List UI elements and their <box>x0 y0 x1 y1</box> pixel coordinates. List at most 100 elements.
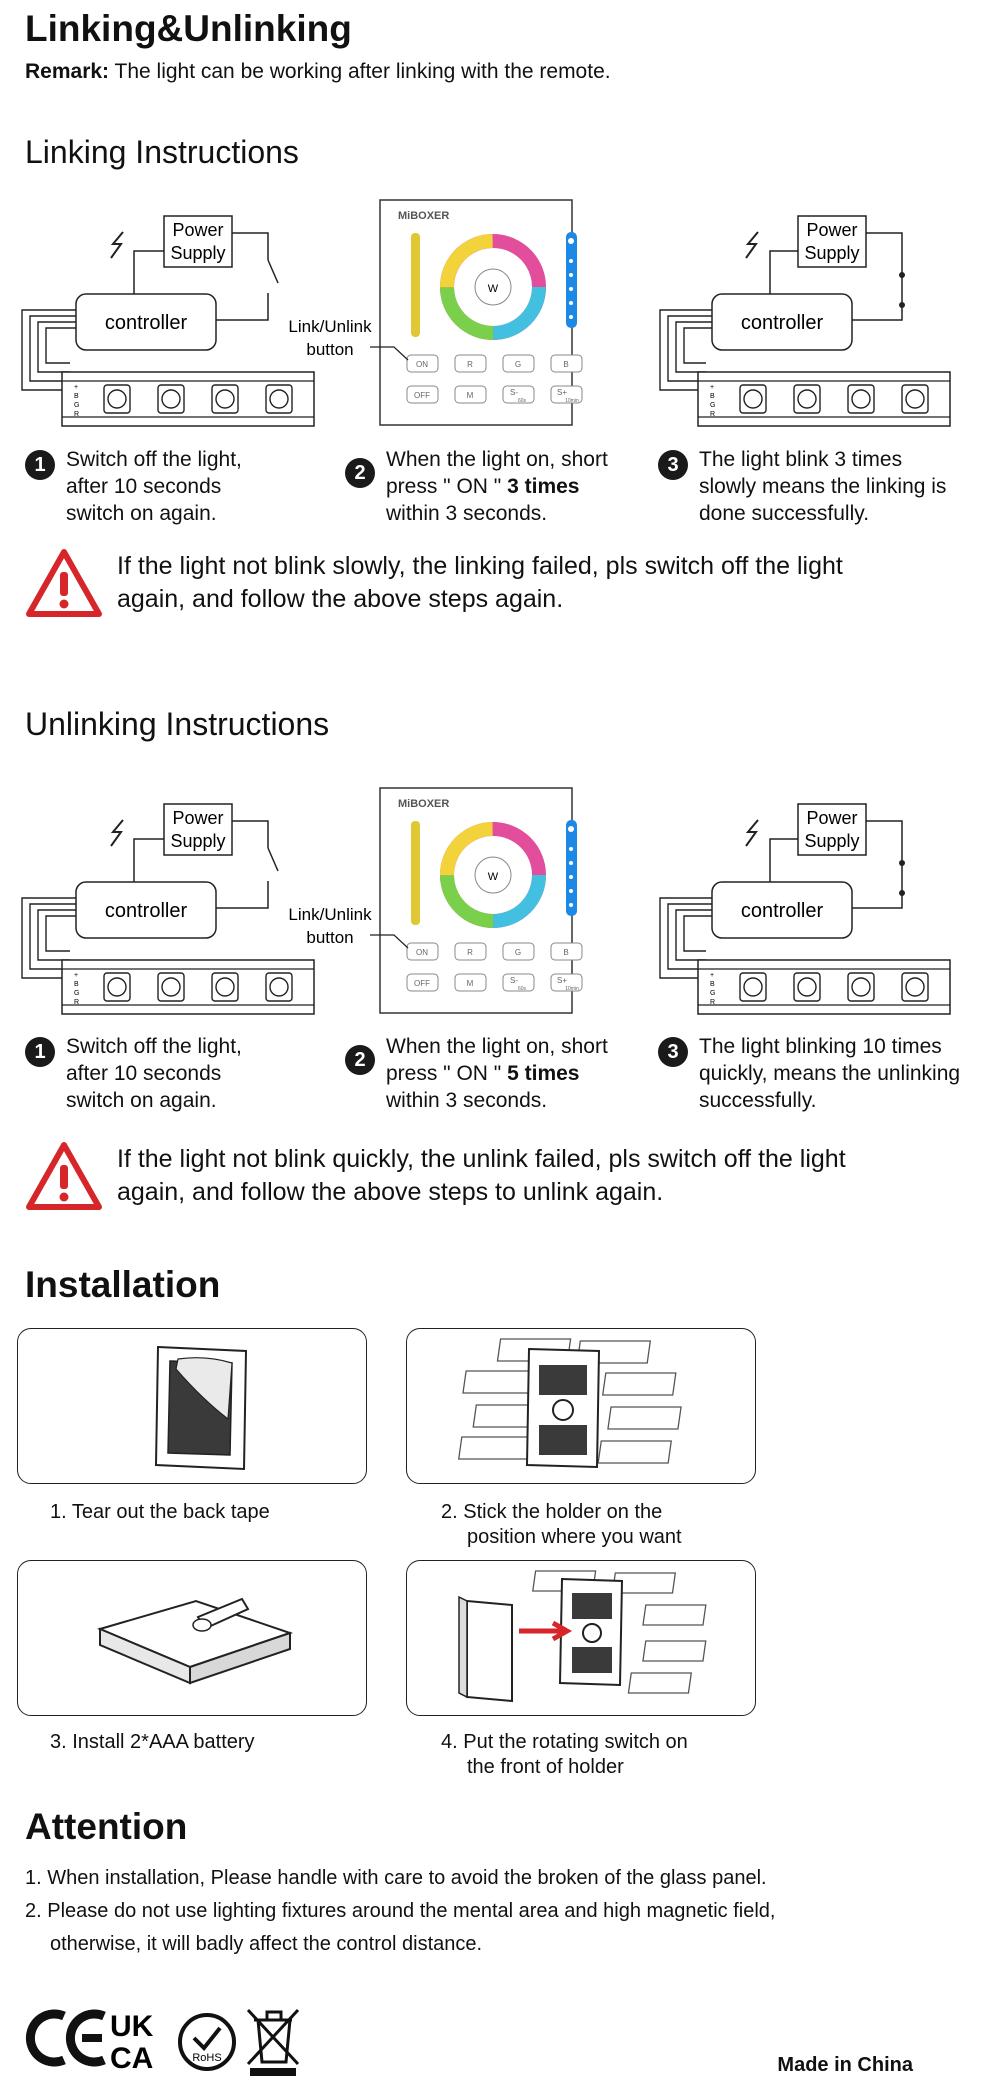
warning-text: If the light not blink slowly, the linki… <box>117 552 843 580</box>
holder-wall-illustration <box>457 1338 682 1469</box>
power-supply-label: Supply <box>170 243 225 263</box>
attention-text: 2. Please do not use lighting fixtures a… <box>25 1900 776 1922</box>
step-text-bold: 3 times <box>507 475 580 498</box>
power-supply-label: Supply <box>804 831 859 851</box>
step-text: The light blinking 10 times <box>699 1035 942 1058</box>
link-button-label: Link/Unlink <box>288 317 372 336</box>
install-caption-2: 2. Stick the holder on the position where… <box>441 1500 682 1550</box>
wheel-center-label: W <box>488 871 499 883</box>
rohs-icon: RoHS <box>178 2013 236 2071</box>
warning-text: again, and follow the above steps to unl… <box>117 1178 664 1206</box>
step-number: 1 <box>25 450 55 480</box>
step-text: after 10 seconds <box>66 475 222 498</box>
caption-text: 1. Tear out the back tape <box>50 1501 270 1523</box>
panel-sub-label: 60s <box>518 986 527 992</box>
caption-text: 3. Install 2*AAA battery <box>50 1731 255 1753</box>
step-text: switch on again. <box>66 502 217 525</box>
link-button-label: Link/Unlink <box>288 905 372 924</box>
linking-heading: Linking Instructions <box>25 134 299 170</box>
step-text: within 3 seconds. <box>386 1089 548 1112</box>
made-in-label: Made in China <box>777 2054 913 2076</box>
attention-item-2: 2. Please do not use lighting fixtures a… <box>25 1895 775 1961</box>
strip-pin-label: B <box>74 981 79 988</box>
panel-s-minus-label: S- <box>510 976 518 985</box>
caption-text: 2. Stick the holder on the <box>441 1501 663 1523</box>
panel-s-minus-label: S- <box>510 388 518 397</box>
link-button-label: button <box>306 340 353 359</box>
step-text: within 3 seconds. <box>386 502 548 525</box>
wheel-center-label: W <box>488 283 499 295</box>
linking-step-3: 3 The light blink 3 times slowly means th… <box>658 446 946 527</box>
step-text: The light blink 3 times <box>699 448 903 471</box>
power-supply-label: Power <box>806 808 857 828</box>
remote-panel: MiBOXER W ON R G B OFF M S- S+ 60s 10min <box>288 199 583 426</box>
ukca-top: UK <box>110 2010 154 2043</box>
attention-text: otherwise, it will badly affect the cont… <box>50 1933 483 1955</box>
install-card-2 <box>406 1328 756 1484</box>
panel-b-label: B <box>563 948 568 957</box>
attention-item-1: 1. When installation, Please handle with… <box>25 1862 767 1895</box>
panel-m-label: M <box>467 391 474 400</box>
strip-pin-label: + <box>74 972 78 979</box>
strip-pin-label: B <box>710 981 715 988</box>
rohs-label: RoHS <box>192 2052 221 2064</box>
step-text: press " ON " <box>386 475 508 498</box>
step-text: When the light on, short <box>386 448 608 471</box>
battery-illustration <box>97 1597 294 1685</box>
step-text: press " ON " <box>386 1062 508 1085</box>
step-text-bold: 5 times <box>507 1062 580 1085</box>
page-title: Linking&Unlinking <box>25 8 352 49</box>
unlinking-warning: If the light not blink quickly, the unli… <box>25 1141 846 1211</box>
step-text: slowly means the linking is <box>699 475 947 498</box>
weee-bin-icon <box>246 2008 300 2076</box>
step-text: after 10 seconds <box>66 1062 222 1085</box>
controller-wiring-1: Power Supply controller + B G R <box>21 803 315 1015</box>
step-text: switch on again. <box>66 1089 217 1112</box>
panel-g-label: G <box>515 360 521 369</box>
linking-step-2: 2 When the light on, short press " ON " 3… <box>345 446 608 527</box>
remark: Remark: The light can be working after l… <box>25 60 611 84</box>
controller-wiring-1: Power Supply controller + B G R <box>21 215 315 427</box>
panel-sub-label: 60s <box>518 398 527 404</box>
remark-text: The light can be working after linking w… <box>109 60 611 83</box>
panel-sub-label: 10min <box>565 398 579 404</box>
panel-r-label: R <box>467 360 473 369</box>
power-supply-label: Supply <box>170 831 225 851</box>
power-supply-label: Power <box>172 220 223 240</box>
strip-pin-label: G <box>710 402 715 409</box>
strip-pin-label: G <box>710 990 715 997</box>
mount-panel-illustration <box>458 1570 707 1703</box>
warning-icon <box>26 1142 102 1210</box>
step-number: 3 <box>658 450 688 480</box>
ukca-mark: UK CA <box>110 2010 154 2075</box>
controller-label: controller <box>105 900 188 922</box>
caption-text: position where you want <box>467 1526 682 1548</box>
strip-pin-label: + <box>710 384 714 391</box>
panel-r-label: R <box>467 948 473 957</box>
install-card-3 <box>17 1560 367 1716</box>
power-supply-label: Power <box>806 220 857 240</box>
strip-pin-label: B <box>74 393 79 400</box>
controller-wiring-3: Power Supply controller + B G R <box>659 215 951 427</box>
warning-text: again, and follow the above steps again. <box>117 585 564 613</box>
step-number: 2 <box>345 458 375 488</box>
step-text: successfully. <box>699 1089 817 1112</box>
strip-pin-label: G <box>74 990 79 997</box>
step-text: done successfully. <box>699 502 870 525</box>
power-supply-label: Power <box>172 808 223 828</box>
panel-on-label: ON <box>416 948 428 957</box>
strip-pin-label: R <box>74 999 79 1006</box>
ce-mark <box>25 2009 106 2067</box>
linking-wiring-diagram: Power Supply controller + B G R MiBOXER <box>21 199 951 427</box>
panel-g-label: G <box>515 948 521 957</box>
panel-sub-label: 10min <box>565 986 579 992</box>
controller-label: controller <box>105 312 188 334</box>
installation-heading: Installation <box>25 1264 221 1305</box>
strip-pin-label: R <box>74 411 79 418</box>
attention-heading: Attention <box>25 1806 188 1847</box>
panel-off-label: OFF <box>414 979 430 988</box>
power-supply-label: Supply <box>804 243 859 263</box>
panel-s-plus-label: S+ <box>557 976 567 985</box>
